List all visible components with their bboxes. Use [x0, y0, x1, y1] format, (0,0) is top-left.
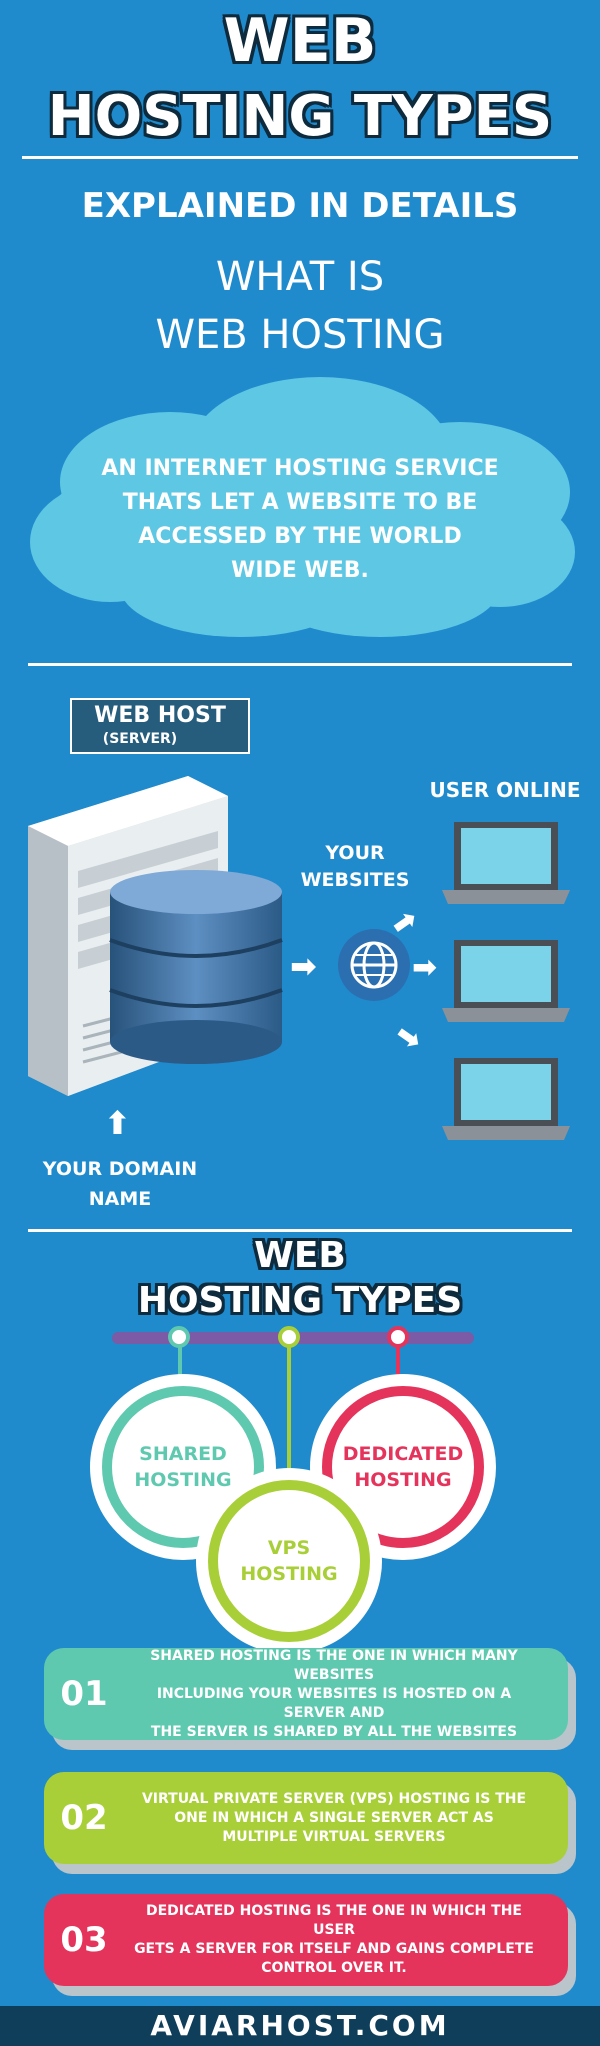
- card-text-line3: CONTROL OVER IT.: [261, 1960, 407, 1976]
- domain-line1: YOUR DOMAIN: [42, 1158, 198, 1180]
- card-shared: 01 SHARED HOSTING IS THE ONE IN WHICH MA…: [44, 1648, 576, 1750]
- card-number: 02: [60, 1798, 108, 1838]
- web-host-label: WEB HOST: [94, 703, 226, 728]
- definition-line2: THATS LET A WEBSITE TO BE: [122, 490, 478, 515]
- user-online-label: USER ONLINE: [429, 778, 581, 802]
- card-text-line1: VIRTUAL PRIVATE SERVER (VPS) HOSTING IS …: [141, 1790, 527, 1807]
- card-vps: 02 VIRTUAL PRIVATE SERVER (VPS) HOSTING …: [44, 1772, 576, 1874]
- laptop-icon: [442, 1058, 570, 1140]
- vps-connector: [287, 1330, 291, 1490]
- definition-line3: ACCESSED BY THE WORLD: [138, 524, 462, 549]
- shared-connector: [178, 1330, 182, 1382]
- title-line2: HOSTING TYPES: [47, 84, 553, 149]
- dedicated-node: [387, 1326, 409, 1348]
- dedicated-line2: HOSTING: [354, 1469, 452, 1491]
- card-text-line2: ONE IN WHICH A SINGLE SERVER ACT AS: [174, 1809, 494, 1826]
- definition-line4: WIDE WEB.: [231, 558, 369, 583]
- dedicated-connector: [396, 1330, 400, 1382]
- database-icon: [109, 870, 283, 1064]
- divider-top: [28, 663, 572, 666]
- shared-line2: HOSTING: [134, 1469, 232, 1491]
- cloud-shape: [30, 377, 575, 637]
- card-text-line3: THE SERVER IS SHARED BY ALL THE WEBSITES: [150, 1723, 518, 1740]
- card-text-line1: SHARED HOSTING IS THE ONE IN WHICH MANY …: [150, 1647, 518, 1683]
- vps-hosting-circle: VPS HOSTING: [196, 1468, 382, 1654]
- footer-bar: [0, 2006, 600, 2046]
- card-text-line3: MULTIPLE VIRTUAL SERVERS: [222, 1828, 446, 1845]
- globe-icon: [338, 929, 410, 1001]
- footer-site: AVIARHOST.COM: [150, 2009, 450, 2042]
- arrow-right-icon: ➡: [412, 950, 438, 985]
- card-text: VIRTUAL PRIVATE SERVER (VPS) HOSTING IS …: [124, 1790, 568, 1847]
- laptop-icon: [442, 940, 570, 1022]
- card-face: 02 VIRTUAL PRIVATE SERVER (VPS) HOSTING …: [44, 1772, 568, 1864]
- divider-middle: [28, 1229, 572, 1232]
- question-line1: WHAT IS: [215, 254, 385, 300]
- card-text: DEDICATED HOSTING IS THE ONE IN WHICH TH…: [124, 1902, 568, 1978]
- vps-line1: VPS: [267, 1537, 311, 1559]
- laptop-icon: [442, 822, 570, 904]
- card-text-line2: INCLUDING YOUR WEBSITES IS HOSTED ON A S…: [156, 1685, 512, 1721]
- card-text: SHARED HOSTING IS THE ONE IN WHICH MANY …: [124, 1647, 568, 1742]
- card-text-line1: DEDICATED HOSTING IS THE ONE IN WHICH TH…: [146, 1903, 522, 1938]
- web-host-label-box: WEB HOST (SERVER): [70, 698, 250, 754]
- card-face: 03 DEDICATED HOSTING IS THE ONE IN WHICH…: [44, 1894, 568, 1986]
- shared-line1: SHARED: [139, 1443, 227, 1465]
- server-label: (SERVER): [102, 731, 178, 747]
- domain-line2: NAME: [88, 1188, 152, 1210]
- arrow-down-right-icon: ➡: [388, 1015, 429, 1060]
- shared-hosting-circle: SHARED HOSTING: [90, 1374, 276, 1560]
- shared-node: [168, 1326, 190, 1348]
- dedicated-line1: DEDICATED: [342, 1443, 464, 1465]
- subtitle: EXPLAINED IN DETAILS: [81, 186, 519, 226]
- your-websites-line1: YOUR: [325, 842, 385, 864]
- card-dedicated: 03 DEDICATED HOSTING IS THE ONE IN WHICH…: [44, 1894, 576, 1996]
- question-line2: WEB HOSTING: [155, 312, 445, 358]
- types-title-line2: HOSTING TYPES: [137, 1280, 463, 1321]
- card-face: 01 SHARED HOSTING IS THE ONE IN WHICH MA…: [44, 1648, 568, 1740]
- card-number: 01: [60, 1674, 108, 1714]
- arrow-to-globe-icon: ➡: [290, 947, 317, 985]
- vps-node: [278, 1326, 300, 1348]
- vps-line2: HOSTING: [240, 1563, 338, 1585]
- title-underline: [22, 156, 578, 159]
- card-number: 03: [60, 1920, 108, 1960]
- definition-line1: AN INTERNET HOSTING SERVICE: [101, 456, 499, 481]
- your-websites-line2: WEBSITES: [300, 869, 410, 891]
- title-line1: WEB: [223, 6, 377, 76]
- types-title-line1: WEB: [254, 1235, 346, 1276]
- arrow-up-icon: ⬆: [104, 1104, 131, 1142]
- card-text-line2: GETS A SERVER FOR ITSELF AND GAINS COMPL…: [134, 1941, 534, 1957]
